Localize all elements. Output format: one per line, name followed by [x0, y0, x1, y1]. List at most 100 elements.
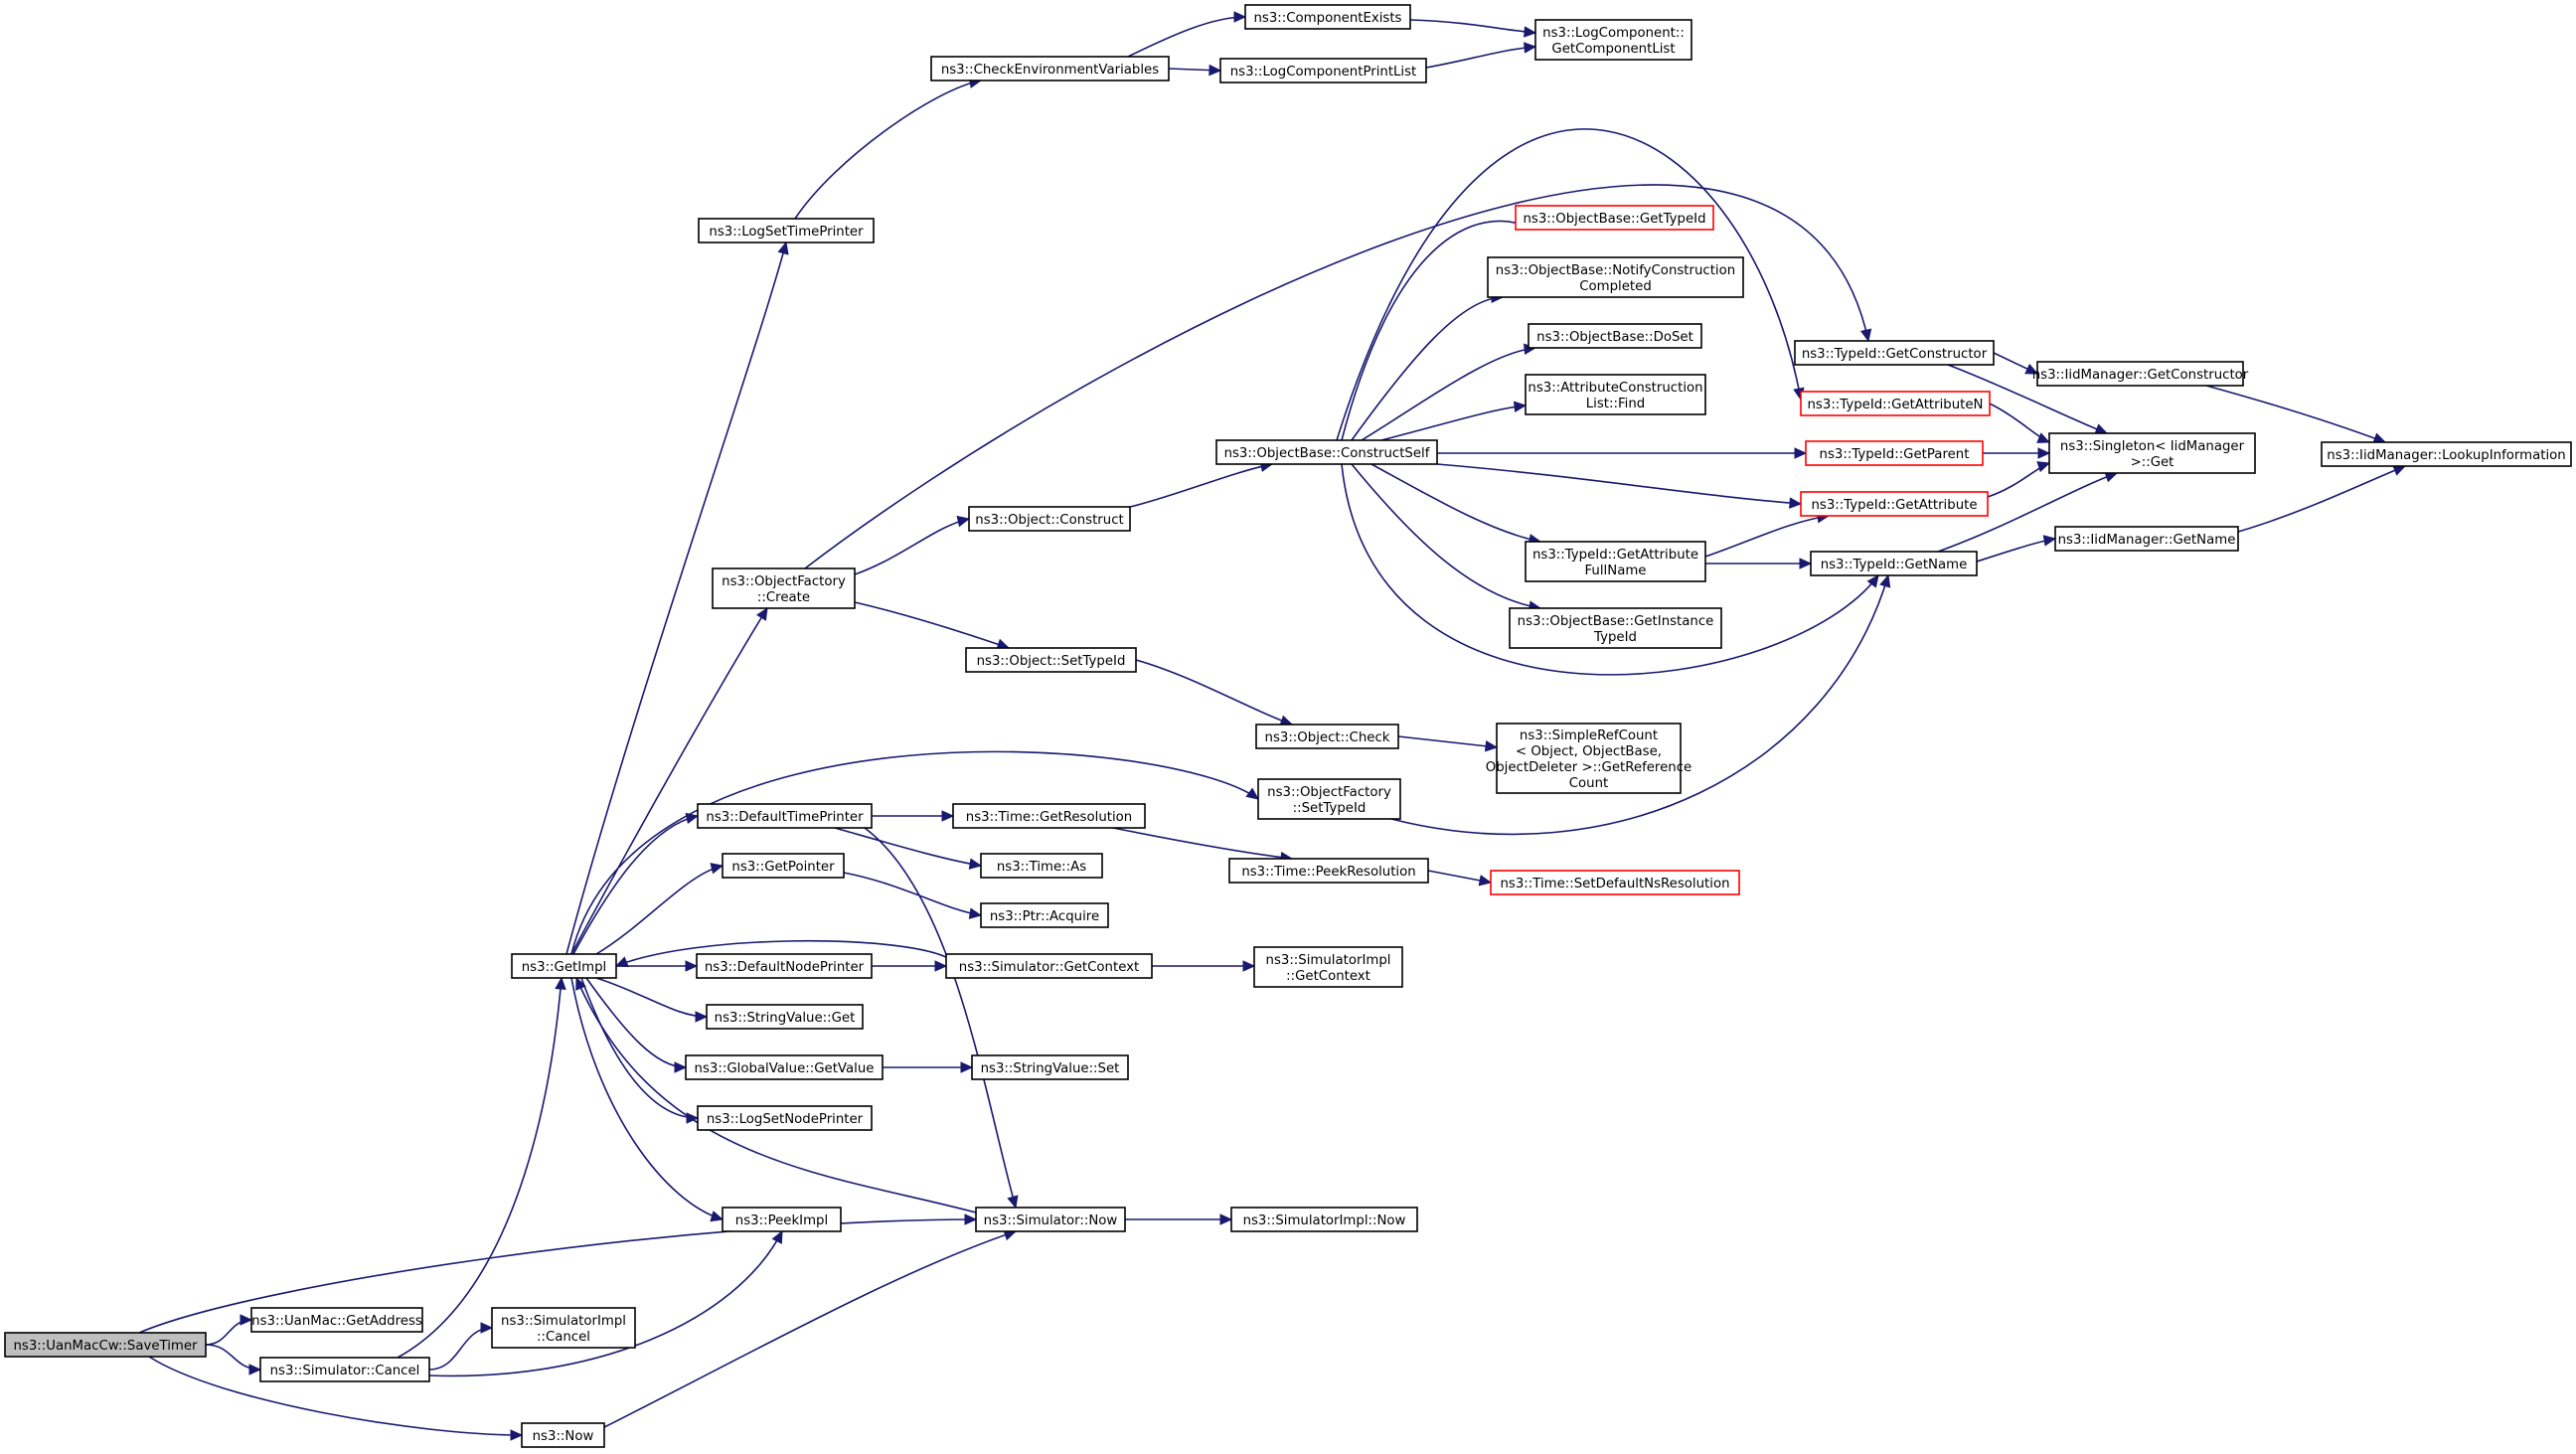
edge-checkenv-to-logcompprintlist [1168, 64, 1222, 77]
node-ns3-time-setdefaultnsresolution[interactable]: ns3::Time::SetDefaultNsResolution [1490, 870, 1740, 895]
node-ns3-checkenvironmentvariables[interactable]: ns3::CheckEnvironmentVariables [930, 56, 1170, 81]
node-box [1509, 607, 1722, 649]
node-ns3-objectbase-gettypeid[interactable]: ns3::ObjectBase::GetTypeId [1515, 205, 1714, 231]
node-ns3-typeid-getname[interactable]: ns3::TypeId::GetName [1810, 551, 1978, 576]
edge-arrowhead [1484, 739, 1499, 752]
node-label: ::SetTypeId [1293, 801, 1367, 816]
node-label: ::Create [757, 590, 810, 605]
edge-objconstruct-to-constructself [1129, 460, 1274, 508]
node-ns3-objectfactory-settypeid[interactable]: ns3::ObjectFactory::SetTypeId [1257, 778, 1401, 820]
node-label: Completed [1579, 279, 1652, 294]
node-label: ns3::Time::SetDefaultNsResolution [1500, 877, 1729, 891]
node-ns3-objectbase-notifyconstruction-completed[interactable]: ns3::ObjectBase::NotifyConstructionCompl… [1487, 256, 1744, 298]
node-box [968, 506, 1131, 532]
node-ns3-singleton-iidmanager-get[interactable]: ns3::Singleton< IidManager >::Get [2048, 432, 2256, 474]
edge-line [2237, 465, 2406, 533]
node-ns3-logsettimeprinter[interactable]: ns3::LogSetTimePrinter [698, 218, 875, 243]
node-ns3-ptr-acquire[interactable]: ns3::Ptr::Acquire [980, 902, 1109, 928]
node-ns3-getpointer[interactable]: ns3::GetPointer [722, 853, 845, 879]
edge-line [864, 827, 1017, 1209]
node-ns3-simulatorimpl-now[interactable]: ns3::SimulatorImpl::Now [1230, 1207, 1418, 1232]
node-box [706, 1004, 864, 1030]
edge-objsettypeid-to-objcheck [1135, 659, 1294, 727]
node-box [1800, 491, 1989, 517]
node-ns3-objectbase-doset[interactable]: ns3::ObjectBase::DoSet [1528, 323, 1702, 349]
node-ns3-simulator-cancel[interactable]: ns3::Simulator::Cancel [259, 1357, 430, 1382]
node-ns3-typeid-getconstructor[interactable]: ns3::TypeId::GetConstructor [1794, 340, 1995, 366]
node-ns3-object-check[interactable]: ns3::Object::Check [1255, 724, 1399, 749]
edge-line [1351, 463, 1541, 609]
node-ns3-defaultnodeprinter[interactable]: ns3::DefaultNodePrinter [696, 953, 873, 979]
edge-line [615, 939, 947, 967]
node-box [697, 803, 873, 829]
node-ns3-typeid-getattribute[interactable]: ns3::TypeId::GetAttribute [1800, 491, 1989, 517]
node-ns3-simulatorimpl-getcontext[interactable]: ns3::SimulatorImpl::GetContext [1253, 946, 1403, 988]
node-ns3-time-getresolution[interactable]: ns3::Time::GetResolution [952, 803, 1146, 829]
node-ns3-objectbase-constructself[interactable]: ns3::ObjectBase::ConstructSelf [1215, 439, 1438, 465]
node-ns3-iidmanager-getname[interactable]: ns3::IidManager::GetName [2054, 526, 2239, 552]
node-ns3-object-settypeid[interactable]: ns3::Object::SetTypeId [965, 647, 1137, 673]
node-ns3-typeid-getattributen[interactable]: ns3::TypeId::GetAttributeN [1800, 391, 1991, 416]
node-ns3-iidmanager-lookupinformation[interactable]: ns3::IidManager::LookupInformation [2321, 441, 2572, 467]
node-ns3-simulatorimpl-cancel[interactable]: ns3::SimulatorImpl::Cancel [491, 1307, 636, 1349]
edge-arrowhead [2392, 464, 2407, 476]
node-box [930, 56, 1170, 81]
node-label: ns3::GlobalValue::GetValue [695, 1061, 875, 1076]
node-ns3-simulator-getcontext[interactable]: ns3::Simulator::GetContext [945, 953, 1153, 979]
edge-arrowhead [956, 515, 971, 528]
node-ns3-typeid-getparent[interactable]: ns3::TypeId::GetParent [1805, 440, 1984, 466]
node-label: ns3::ObjectFactory [1267, 785, 1391, 800]
edge-line [1351, 296, 1504, 441]
node-ns3-iidmanager-getconstructor[interactable]: ns3::IidManager::GetConstructor [2032, 361, 2249, 387]
node-label: < Object, ObjectBase, [1516, 744, 1662, 759]
node-ns3-simplerefcount-object-objectbase-objectdeleter-getreference-count[interactable]: ns3::SimpleRefCount< Object, ObjectBase,… [1486, 723, 1691, 794]
node-ns3-stringvalue-get[interactable]: ns3::StringValue::Get [706, 1004, 864, 1030]
edge-arrowhead [934, 960, 948, 972]
node-ns3-peekimpl[interactable]: ns3::PeekImpl [722, 1207, 842, 1232]
node-box [697, 1105, 873, 1131]
node-label: ns3::Object::Check [1265, 730, 1390, 745]
edge-line [1341, 463, 1879, 676]
node-box [698, 218, 875, 243]
node-ns3-logcomponentprintlist[interactable]: ns3::LogComponentPrintList [1219, 58, 1427, 83]
node-ns3-uanmaccw-savetimer[interactable]: ns3::UanMacCw::SaveTimer [4, 1332, 207, 1358]
edge-arrowhead [1007, 1195, 1019, 1210]
edge-defaulttimeprinter-to-timegetres [872, 810, 955, 822]
node-ns3-objectfactory-create[interactable]: ns3::ObjectFactory::Create [712, 567, 856, 609]
node-ns3-object-construct[interactable]: ns3::Object::Construct [968, 506, 1131, 532]
edge-arrowhead [968, 858, 983, 870]
node-ns3-logsetnodeprinter[interactable]: ns3::LogSetNodePrinter [697, 1105, 873, 1131]
node-ns3-stringvalue-set[interactable]: ns3::StringValue::Set [971, 1054, 1129, 1080]
node-ns3-time-as[interactable]: ns3::Time::As [980, 853, 1103, 879]
edge-arrowhead [968, 907, 983, 919]
node-ns3-logcomponent-getcomponentlist[interactable]: ns3::LogComponent::GetComponentList [1534, 19, 1692, 61]
edge-simcancel-to-simimplcancel [428, 1322, 494, 1371]
node-box [4, 1332, 207, 1358]
node-label: ns3::ObjectBase::GetTypeId [1523, 212, 1705, 227]
edge-getimpl-to-defaultnodeprinter [616, 960, 699, 972]
node-ns3-globalvalue-getvalue[interactable]: ns3::GlobalValue::GetValue [685, 1054, 884, 1080]
node-ns3-componentexists[interactable]: ns3::ComponentExists [1244, 4, 1411, 30]
node-label: ns3::Simulator::Cancel [270, 1364, 420, 1378]
node-box [1496, 723, 1682, 794]
node-label: ns3::StringValue::Set [981, 1061, 1120, 1076]
edge-arrowhead [248, 1364, 262, 1375]
edge-getimpl-to-globalvaluegetvalue [585, 977, 688, 1073]
node-ns3-defaulttimeprinter[interactable]: ns3::DefaultTimePrinter [697, 803, 873, 829]
node-ns3-now[interactable]: ns3::Now [521, 1422, 605, 1448]
node-box [2036, 361, 2244, 387]
node-box [1253, 946, 1403, 988]
node-label: ns3::IidManager::GetName [2058, 533, 2236, 548]
node-ns3-getimpl[interactable]: ns3::GetImpl [511, 953, 617, 979]
edge-arrowhead [2036, 461, 2051, 473]
edge-objfactcreate-to-objsettypeid [854, 601, 1011, 650]
node-ns3-uanmac-getaddress[interactable]: ns3::UanMac::GetAddress [250, 1307, 423, 1333]
node-label: ns3::UanMac::GetAddress [251, 1314, 422, 1329]
node-ns3-simulator-now[interactable]: ns3::Simulator::Now [975, 1207, 1126, 1232]
node-box [696, 953, 873, 979]
edge-defaultnodeprinter-to-simgetcontext [872, 960, 948, 972]
node-ns3-time-peekresolution[interactable]: ns3::Time::PeekResolution [1228, 858, 1429, 884]
